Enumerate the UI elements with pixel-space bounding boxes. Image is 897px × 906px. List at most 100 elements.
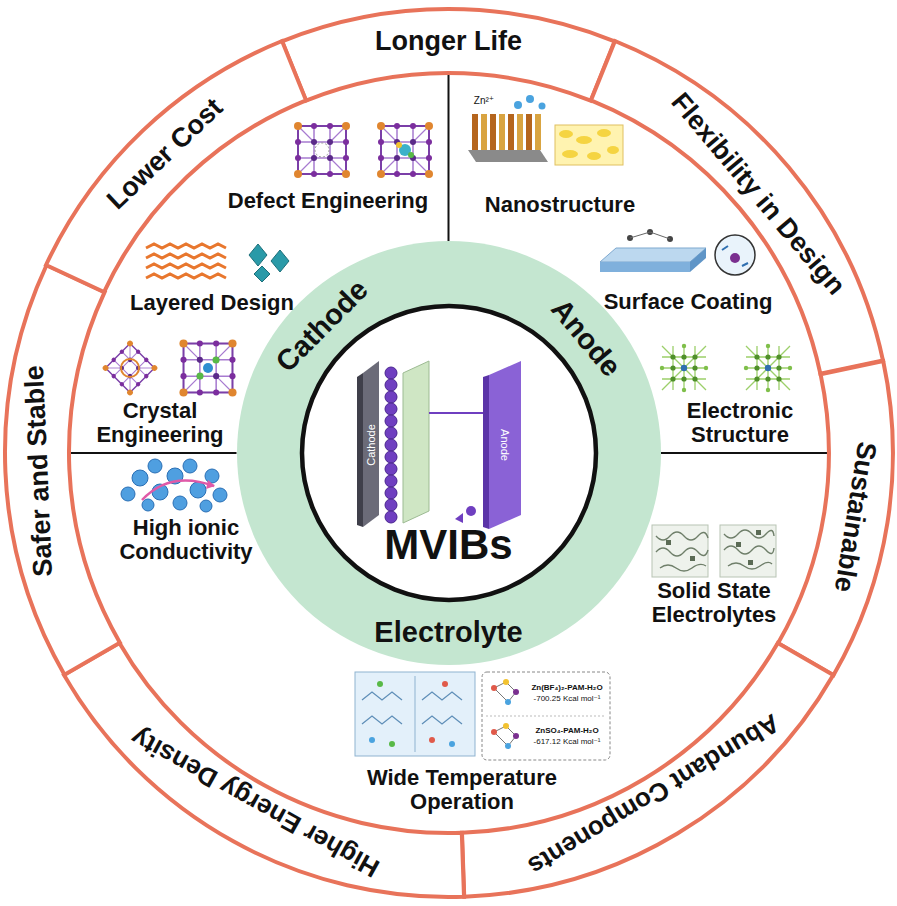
defect-engineering-icon [315, 143, 329, 157]
nanostructure-icon [508, 114, 514, 150]
ionic-conductivity-icon [183, 459, 197, 473]
ion-sphere [385, 403, 397, 415]
crystal-engineering-icon [121, 359, 139, 377]
crystal-engineering-icon [101, 339, 158, 396]
ionic-conductivity-icon [121, 459, 227, 512]
octahedra-icon [249, 244, 289, 282]
ion-sphere [385, 367, 397, 379]
crystal-engineering-icon [101, 339, 236, 396]
ring-band-shape [278, 5, 619, 105]
crystal-engineering-icon [213, 357, 220, 364]
electrode-label: Cathode [364, 424, 376, 466]
core-title: MVIBs [384, 524, 512, 566]
surface-coating-icon [722, 246, 748, 266]
ring-band-outline [4, 265, 119, 675]
ionic-conductivity-icon [206, 480, 215, 489]
crystal-engineering-icon [203, 363, 213, 373]
surface-coating-icon [715, 235, 755, 275]
electrode-label: Anode [498, 429, 510, 461]
solid-electrolyte-icon [690, 556, 695, 561]
octahedra-icon [249, 244, 267, 266]
wide-temperature-icon [415, 676, 416, 752]
wide-temperature-icon [503, 679, 509, 685]
ring-band-outline [282, 9, 615, 101]
figure-note: ZnSO₄-PAM-H₂O [535, 727, 598, 736]
ion-sphere [385, 379, 397, 391]
wide-temperature-icon [486, 716, 606, 717]
method-label: Electronic Structure [670, 399, 810, 447]
defect-engineering-icon [294, 122, 433, 178]
ion-sphere [385, 427, 397, 439]
wide-temperature-icon [369, 737, 375, 743]
layered-structure-icon [146, 244, 226, 278]
ion-sphere [385, 451, 397, 463]
nanostructure-icon [562, 150, 578, 158]
ion-sphere [385, 439, 397, 451]
ionic-conductivity-icon [213, 488, 227, 502]
nanostructure-icon [597, 129, 611, 137]
ion-sphere [385, 391, 397, 403]
ion-sphere [385, 511, 397, 523]
octahedra-icon [271, 250, 289, 272]
nanostructure-icon [607, 146, 619, 154]
nanostructure-icon [539, 103, 546, 110]
ion-path [429, 412, 483, 414]
nanostructure-icon [587, 152, 601, 160]
wide-temperature-icon [377, 681, 383, 687]
ion-sphere [385, 463, 397, 475]
ring-band-shape [1, 261, 124, 679]
solid-electrolyte-icon [656, 532, 708, 571]
wide-temperature-icon [505, 743, 511, 749]
layered-structure-icon [146, 244, 226, 248]
nanostructure-icon [555, 125, 623, 165]
ionic-conductivity-icon [142, 499, 154, 511]
method-label: Nanostructure [450, 193, 670, 217]
defect-engineering-icon [377, 122, 433, 178]
method-label: Defect Engineering [198, 189, 458, 213]
surface-coating-icon [690, 248, 706, 272]
ionic-conductivity-icon [205, 469, 219, 483]
wide-temperature-icon [442, 681, 448, 687]
solid-electrolyte-icon [748, 560, 753, 565]
method-label: Wide Temperature Operation [337, 766, 587, 814]
wide-temperature-icon [482, 672, 610, 760]
quadrant-divider [69, 452, 237, 454]
nanostructure-icon [514, 101, 522, 109]
solid-electrolyte-icon [756, 530, 761, 535]
solid-electrolyte-icon [666, 540, 671, 545]
figure-note: -617.12 Kcal mol⁻¹ [534, 738, 601, 747]
nanostructure-icon [535, 114, 541, 150]
ion-sphere [385, 487, 397, 499]
core-circle-shape [302, 306, 596, 600]
wide-temperature-icon [513, 689, 519, 695]
anode-plate [483, 375, 489, 529]
wide-temperature-icon [503, 723, 509, 729]
ion-arrow [455, 513, 463, 523]
crystal-engineering-icon [197, 373, 204, 380]
component-ring: Cathode AnodeElectrolyte MVIBs [235, 239, 663, 667]
solid-electrolyte-icon [724, 530, 774, 569]
ring-band-shape [4, 265, 119, 675]
wide-temperature-icon [494, 682, 516, 746]
figure-note: Zn(BF₄)₂-PAM-H₂O [531, 684, 602, 693]
ionic-conductivity-icon [190, 482, 206, 498]
surface-coating-icon [600, 229, 755, 275]
ion-sphere [385, 415, 397, 427]
ionic-conductivity-icon [148, 459, 162, 473]
battery-illustration [357, 361, 521, 529]
component-ring-fill [237, 241, 661, 665]
band-label: Abundant Components [524, 710, 784, 880]
defect-engineering-icon [396, 142, 402, 148]
wide-temperature-icon [449, 741, 455, 747]
band-label: Flexibility in Design [666, 88, 850, 300]
surface-coating-icon [600, 248, 706, 262]
core-circle: MVIBs [296, 300, 602, 606]
ionic-conductivity-icon [173, 496, 187, 510]
octahedra-icon [254, 266, 270, 282]
ionic-conductivity-icon [200, 500, 212, 512]
wide-temperature-icon [491, 729, 497, 735]
figure-note: -700.25 Kcal mol⁻¹ [534, 695, 601, 704]
band-label: Higher Energy Density [126, 724, 383, 882]
component-label: Electrolyte [374, 618, 522, 647]
surface-coating-icon [630, 232, 670, 239]
